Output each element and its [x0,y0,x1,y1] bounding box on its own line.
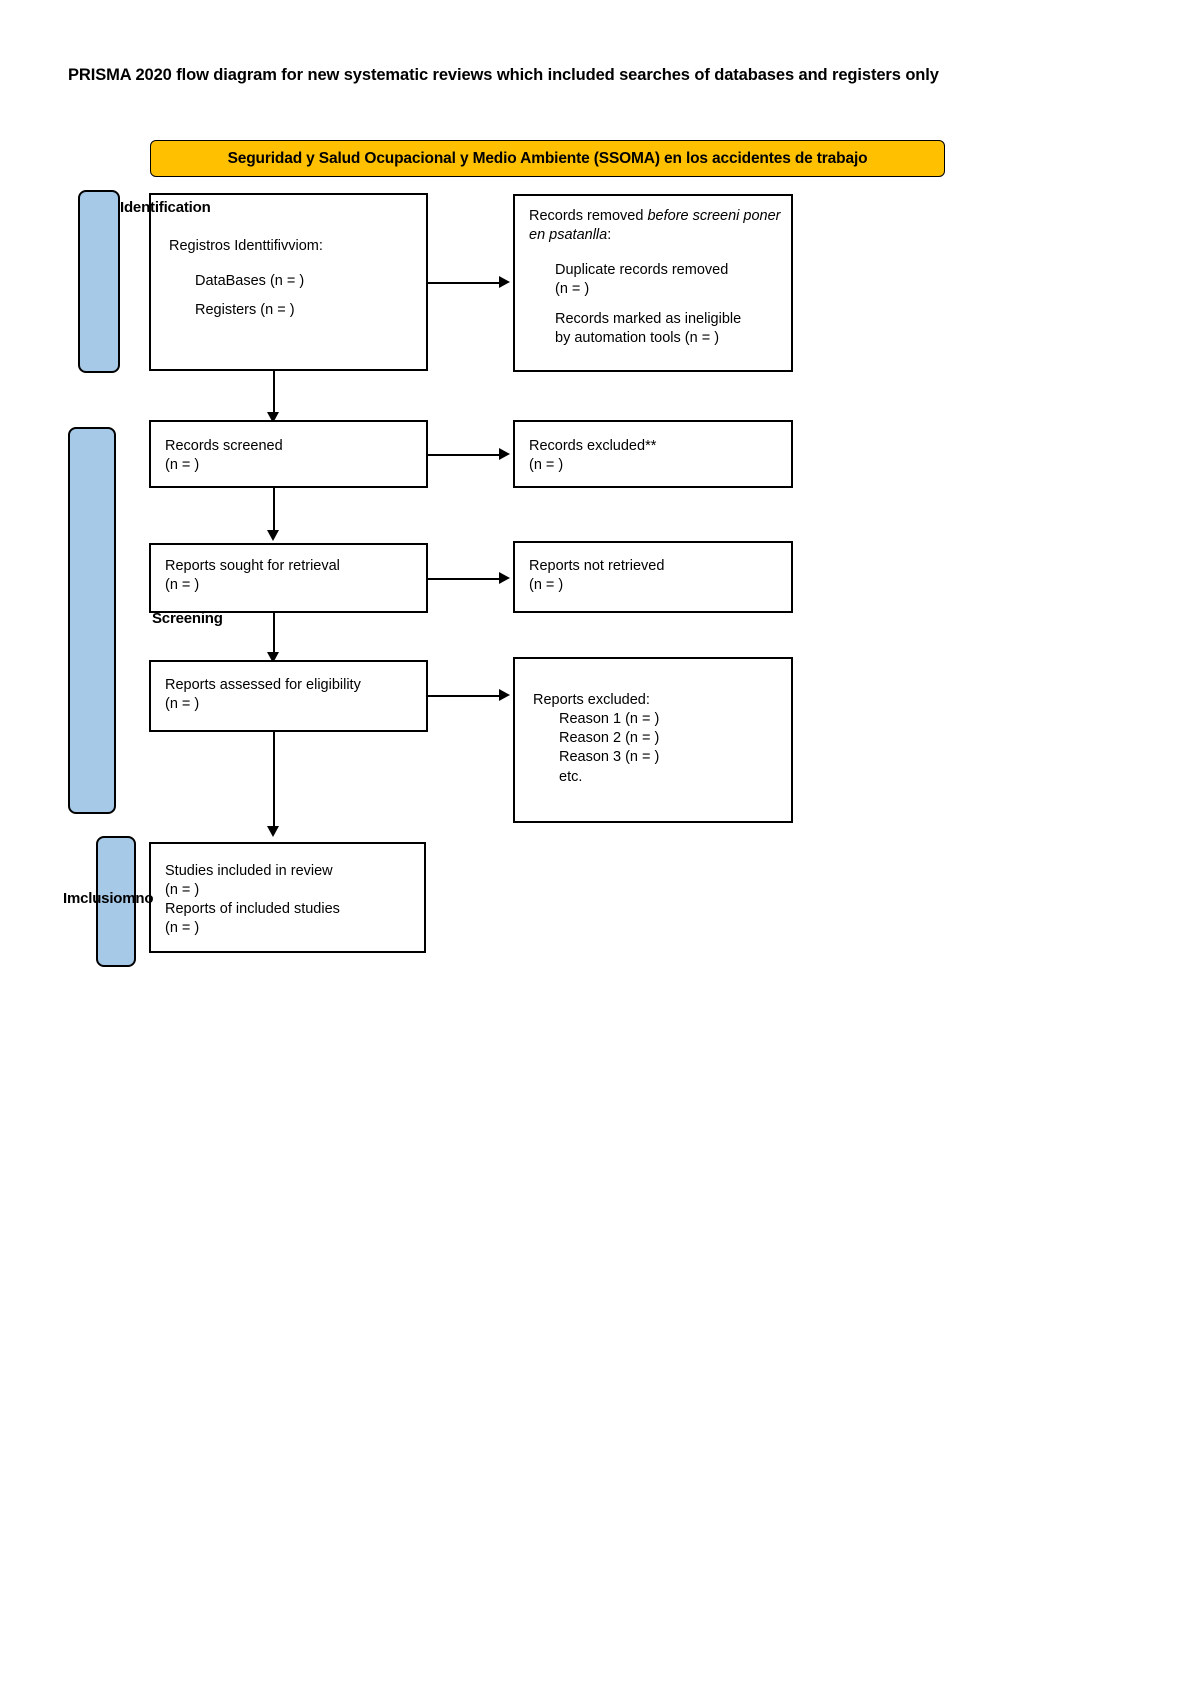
studies-included-line-1: Studies included in review [165,863,333,879]
connector-assessed-to-excluded [428,695,501,697]
page-title: PRISMA 2020 flow diagram for new systema… [68,66,939,84]
connector-screened-to-excluded [428,454,501,456]
reports-not-retrieved-line-2: (n = ) [529,577,564,594]
box-identification-records: Registros Identtifivviom: DataBases (n =… [149,193,428,371]
records-removed-heading-colon: : [607,227,612,244]
connector-assessed-to-included [273,732,275,830]
box-reports-excluded: Reports excluded: Reason 1 (n = ) Reason… [513,657,793,823]
reports-not-retrieved-line-1: Reports not retrieved [529,558,665,574]
records-removed-heading-italic: before screeni poner en psatanlla [529,208,781,244]
connector-identification-to-removed [428,282,501,284]
box-records-removed: Records removed before screeni poner en … [513,194,793,372]
reports-excluded-line-3: Reason 2 (n = ) [559,730,660,747]
arrowhead-identification-to-screened [267,412,279,423]
identification-line-2: DataBases (n = ) [195,273,305,290]
stage-bar-screening [68,427,116,814]
box-records-excluded: Records excluded** (n = ) [513,420,793,488]
reports-excluded-line-5: etc. [559,768,583,785]
records-removed-item2-line1: Records marked as ineligible [555,310,742,327]
connector-screened-to-sought [273,488,275,536]
box-reports-not-retrieved: Reports not retrieved (n = ) [513,541,793,613]
box-reports-sought: Reports sought for retrieval (n = ) [149,543,428,613]
identification-line-1: Registros Identtifivviom: [169,238,323,254]
connector-sought-to-assessed [273,613,275,658]
records-removed-item1-line2: (n = ) [555,281,590,298]
studies-included-line-4: (n = ) [165,920,200,937]
reports-excluded-line-1: Reports excluded: [533,692,650,708]
arrowhead-identification-to-removed [499,276,510,288]
reports-sought-line-2: (n = ) [165,577,200,594]
stage-label-included: Imclusiomno [63,890,154,907]
reports-sought-line-1: Reports sought for retrieval [165,558,340,574]
records-excluded-line-2: (n = ) [529,457,564,474]
reports-excluded-line-4: Reason 3 (n = ) [559,749,660,766]
records-removed-heading: Records removed before screeni poner en … [529,207,791,245]
stage-bar-identification [78,190,120,373]
arrowhead-screened-to-sought [267,530,279,541]
records-screened-line-2: (n = ) [165,457,200,474]
review-topic-banner: Seguridad y Salud Ocupacional y Medio Am… [150,140,945,177]
records-removed-item2-line2: by automation tools (n = ) [555,329,720,346]
records-removed-heading-plain: Records removed [529,208,648,224]
records-screened-line-1: Records screened [165,438,283,454]
arrowhead-sought-to-not-retrieved [499,572,510,584]
identification-line-3: Registers (n = ) [195,302,295,319]
arrowhead-assessed-to-excluded [499,689,510,701]
review-topic-banner-label: Seguridad y Salud Ocupacional y Medio Am… [227,149,868,167]
reports-assessed-line-1: Reports assessed for eligibility [165,677,361,693]
stage-label-screening: Screening [152,610,223,627]
studies-included-line-2: (n = ) [165,882,200,899]
records-removed-item1-line1: Duplicate records removed [555,262,729,279]
records-excluded-line-1: Records excluded** [529,438,657,454]
connector-sought-to-not-retrieved [428,578,501,580]
reports-excluded-line-2: Reason 1 (n = ) [559,711,660,728]
box-studies-included: Studies included in review (n = ) Report… [149,842,426,953]
reports-assessed-line-2: (n = ) [165,696,200,713]
arrowhead-screened-to-excluded [499,448,510,460]
arrowhead-sought-to-assessed [267,652,279,663]
stage-bar-included [96,836,136,967]
connector-identification-to-screened [273,371,275,418]
arrowhead-assessed-to-included [267,826,279,837]
stage-label-identification: Identification [120,199,211,216]
box-records-screened: Records screened (n = ) [149,420,428,488]
studies-included-line-3: Reports of included studies [165,901,340,918]
box-reports-assessed: Reports assessed for eligibility (n = ) [149,660,428,732]
